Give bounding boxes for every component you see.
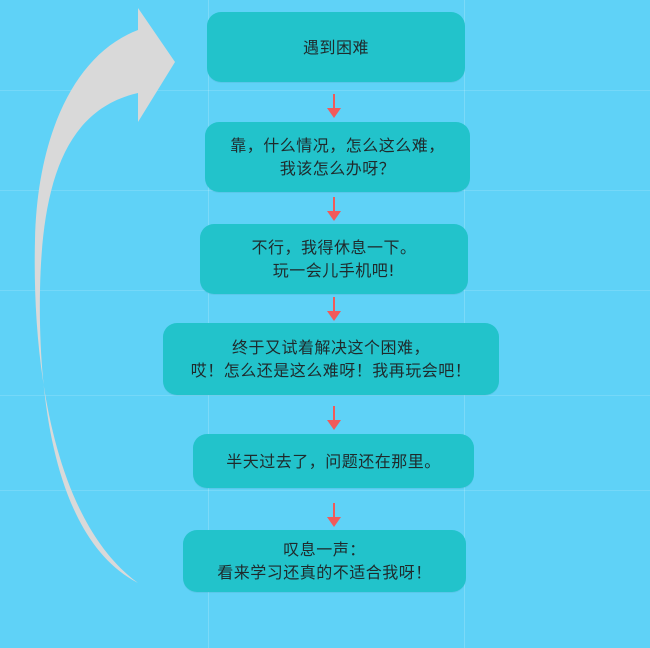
flow-step-2-text: 靠，什么情况，怎么这么难， 我该怎么办呀？ — [230, 134, 445, 180]
flow-step-6-line-2: 看来学习还真的不适合我呀！ — [217, 563, 432, 582]
flow-step-6-text: 叹息一声： 看来学习还真的不适合我呀！ — [217, 538, 432, 584]
flow-step-4-text: 终于又试着解决这个困难， 哎！怎么还是这么难呀！我再玩会吧！ — [191, 336, 472, 382]
guide-line — [0, 490, 650, 491]
flow-step-4-line-1: 终于又试着解决这个困难， — [231, 338, 430, 357]
down-arrow-icon — [327, 197, 341, 225]
down-arrow-icon — [327, 297, 341, 325]
flow-step-1-line-1: 遇到困难 — [302, 37, 369, 57]
flow-step-2: 靠，什么情况，怎么这么难， 我该怎么办呀？ — [205, 122, 470, 192]
down-arrow-icon — [327, 406, 341, 434]
flow-step-2-line-1: 靠，什么情况，怎么这么难， — [230, 136, 445, 155]
flow-step-1-text: 遇到困难 — [303, 36, 369, 59]
flow-step-4: 终于又试着解决这个困难， 哎！怎么还是这么难呀！我再玩会吧！ — [163, 323, 499, 395]
flow-step-3: 不行，我得休息一下。 玩一会儿手机吧! — [200, 224, 468, 294]
guide-line — [0, 90, 650, 91]
flow-step-6-line-1: 叹息一声： — [283, 540, 366, 559]
down-arrow-icon — [327, 94, 341, 122]
flow-step-3-text: 不行，我得休息一下。 玩一会儿手机吧! — [251, 236, 416, 282]
flow-step-2-line-2: 我该怎么办呀？ — [279, 159, 396, 178]
flow-step-1: 遇到困难 — [207, 12, 465, 82]
flow-step-5-line-1: 半天过去了，问题还在那里。 — [226, 451, 441, 471]
down-arrow-icon — [327, 503, 341, 531]
flow-step-4-line-2: 哎！怎么还是这么难呀！我再玩会吧！ — [190, 361, 472, 380]
curved-return-arrow-icon — [34, 8, 176, 583]
flow-step-5: 半天过去了，问题还在那里。 — [193, 434, 474, 488]
flow-step-6: 叹息一声： 看来学习还真的不适合我呀！ — [183, 530, 466, 592]
flow-step-3-line-2: 玩一会儿手机吧! — [272, 261, 396, 280]
flow-step-3-line-1: 不行，我得休息一下。 — [251, 238, 417, 257]
flow-step-5-text: 半天过去了，问题还在那里。 — [226, 450, 441, 473]
loop-arrow-shape — [34, 8, 176, 583]
guide-line — [0, 395, 650, 396]
